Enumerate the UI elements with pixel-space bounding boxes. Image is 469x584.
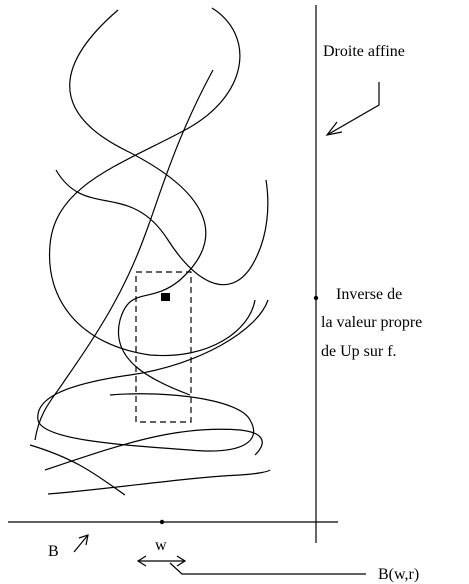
label-inverse-2: la valeur propre (321, 314, 422, 331)
curve-4 (55, 169, 269, 286)
curve-3 (34, 69, 214, 441)
bwr-leader (169, 562, 366, 575)
label-inverse-3: de Up sur f. (321, 343, 397, 360)
b-arrow (73, 534, 89, 553)
label-w: w (155, 537, 167, 554)
w-arrowhead-left (136, 555, 147, 567)
b-arrowhead (78, 534, 89, 546)
dashed-box (135, 271, 192, 423)
base-point (159, 519, 165, 525)
curve-5 (37, 299, 269, 452)
label-b: B (48, 543, 59, 560)
curve-2 (48, 7, 256, 357)
curve-7 (47, 469, 271, 495)
w-arrowhead-right (176, 555, 187, 567)
marked-point (161, 293, 170, 301)
droite-affine-arrowhead (325, 121, 343, 136)
curve-8 (29, 444, 126, 496)
label-inverse-1: Inverse de (336, 286, 402, 303)
label-droite-affine: Droite affine (323, 43, 405, 60)
curve-1 (69, 9, 207, 396)
eigenvalue-point (313, 295, 319, 301)
droite-affine-arrow (326, 82, 380, 136)
curve-6 (44, 428, 263, 471)
label-bwr: B(w,r) (378, 566, 419, 583)
